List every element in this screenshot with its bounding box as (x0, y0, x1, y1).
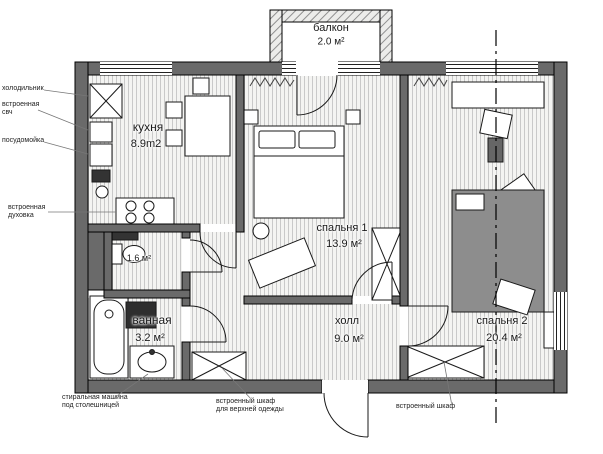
kitchen-sink-unit (91, 169, 111, 183)
bench (543, 311, 555, 349)
balcony-door (296, 74, 338, 116)
washing-machine (125, 301, 157, 329)
nightstand (243, 109, 259, 125)
leader-fridge (43, 89, 89, 97)
balcony-wall-right (379, 9, 393, 63)
leader-dishwasher (43, 141, 89, 155)
wall-kitchen-bedroom1 (235, 74, 245, 233)
wc-door (189, 239, 223, 273)
kitchen-sink-bowl (95, 185, 109, 199)
bedroom1-door (351, 261, 393, 301)
built-in-wardrobe-bedroom2 (405, 345, 485, 379)
plumbing-shaft (111, 231, 139, 241)
annotation-dishwasher: посудомойка (2, 137, 45, 144)
annotation-washing-machine: стиральная машина под столешницей (62, 394, 128, 410)
radiator (413, 77, 448, 88)
shaft (87, 231, 105, 291)
wall-wc-left (103, 231, 113, 299)
wall-wc-bottom (103, 289, 191, 299)
annotation-hall-wardrobe: встроенный шкаф для верхней одежды (216, 398, 284, 414)
hob-oven (115, 197, 175, 226)
outer-wall-bottom-left (74, 379, 323, 394)
balcony-window (282, 61, 380, 76)
bedroom2-window (446, 62, 538, 75)
chair (192, 77, 210, 95)
wall-corridor (181, 341, 191, 381)
bedroom1-furniture (243, 77, 403, 301)
annotation-fridge: холодильник (2, 85, 44, 92)
balcony-wall-left (269, 9, 283, 63)
doors (189, 74, 449, 438)
annotation-microwave: встроенная свч (2, 101, 40, 117)
room-label-balcony: балкон (313, 22, 349, 34)
desk1 (247, 237, 317, 289)
bathroom-door (189, 305, 227, 343)
nightstand (345, 109, 361, 125)
outer-wall-left (74, 61, 89, 394)
desk2 (451, 81, 545, 109)
fridge-box (89, 83, 123, 119)
wall-bedroom1-hall (243, 295, 353, 305)
stool (252, 222, 270, 240)
outer-wall-bottom-right (367, 379, 568, 394)
wall-kitchen-bottom (87, 223, 201, 233)
leader-hall-wardrobe (221, 367, 253, 401)
wall-bedroom2-left (399, 74, 409, 307)
room-area-balcony: 2.0 м² (317, 36, 345, 48)
room-area-wc: 1.6 м² (126, 253, 152, 263)
room-label-bathroom: ванная (132, 313, 172, 327)
wall-bedroom2-left (399, 345, 409, 381)
kitchen-door (199, 231, 237, 269)
toilet (111, 243, 146, 265)
wc-floor (112, 232, 182, 290)
leader-lines (37, 89, 453, 407)
room-area-bedroom1: 13.9 м² (326, 238, 362, 250)
bedroom2-furniture (405, 77, 555, 379)
dishwasher-box (89, 143, 113, 167)
room-label-bedroom2: спальня 2 (476, 315, 528, 327)
room-label-hall: холл (334, 315, 360, 327)
dining-table (184, 95, 231, 157)
wall-corridor (181, 271, 191, 307)
balcony-floor (282, 22, 380, 62)
pillow (455, 193, 485, 211)
chair (165, 101, 183, 119)
hall-floor (244, 304, 400, 380)
entrance-door (323, 392, 369, 438)
built-in-wardrobe-hall (191, 351, 247, 381)
windows (100, 61, 567, 393)
hall-furniture (191, 351, 247, 381)
wall-corridor (181, 231, 191, 239)
balcony-wall-top (269, 9, 393, 23)
annotation-oven: встроенная духовка (8, 204, 46, 220)
room-label-kitchen: кухня (132, 120, 164, 134)
leader-bedroom2-wardrobe (443, 361, 453, 407)
blanket (492, 278, 536, 316)
room-area-bedroom2: 20.4 м² (486, 332, 522, 344)
radiator (249, 77, 295, 87)
room-area-hall: 9.0 м² (334, 333, 364, 345)
chair (165, 129, 183, 147)
room-label-bedroom1: спальня 1 (316, 222, 368, 234)
bedroom2-door (407, 305, 449, 347)
right-wall-window (554, 292, 567, 350)
bathroom-sink (129, 345, 175, 379)
entrance-opening (322, 380, 368, 393)
room-area-kitchen: 8.9m2 (130, 138, 162, 150)
room-area-bathroom: 3.2 м² (135, 332, 165, 344)
wardrobe1 (371, 227, 403, 301)
kitchen-window (100, 62, 172, 75)
bathtub (89, 295, 129, 379)
leader-washing-machine (113, 373, 149, 399)
walls (74, 9, 568, 394)
bed1 (253, 125, 345, 219)
bathroom-furniture (89, 231, 175, 379)
kitchen-furniture (89, 77, 231, 226)
microwave-box (89, 121, 113, 143)
leader-microwave (37, 109, 89, 131)
annotation-bedroom2-wardrobe: встроенный шкаф (396, 403, 456, 410)
